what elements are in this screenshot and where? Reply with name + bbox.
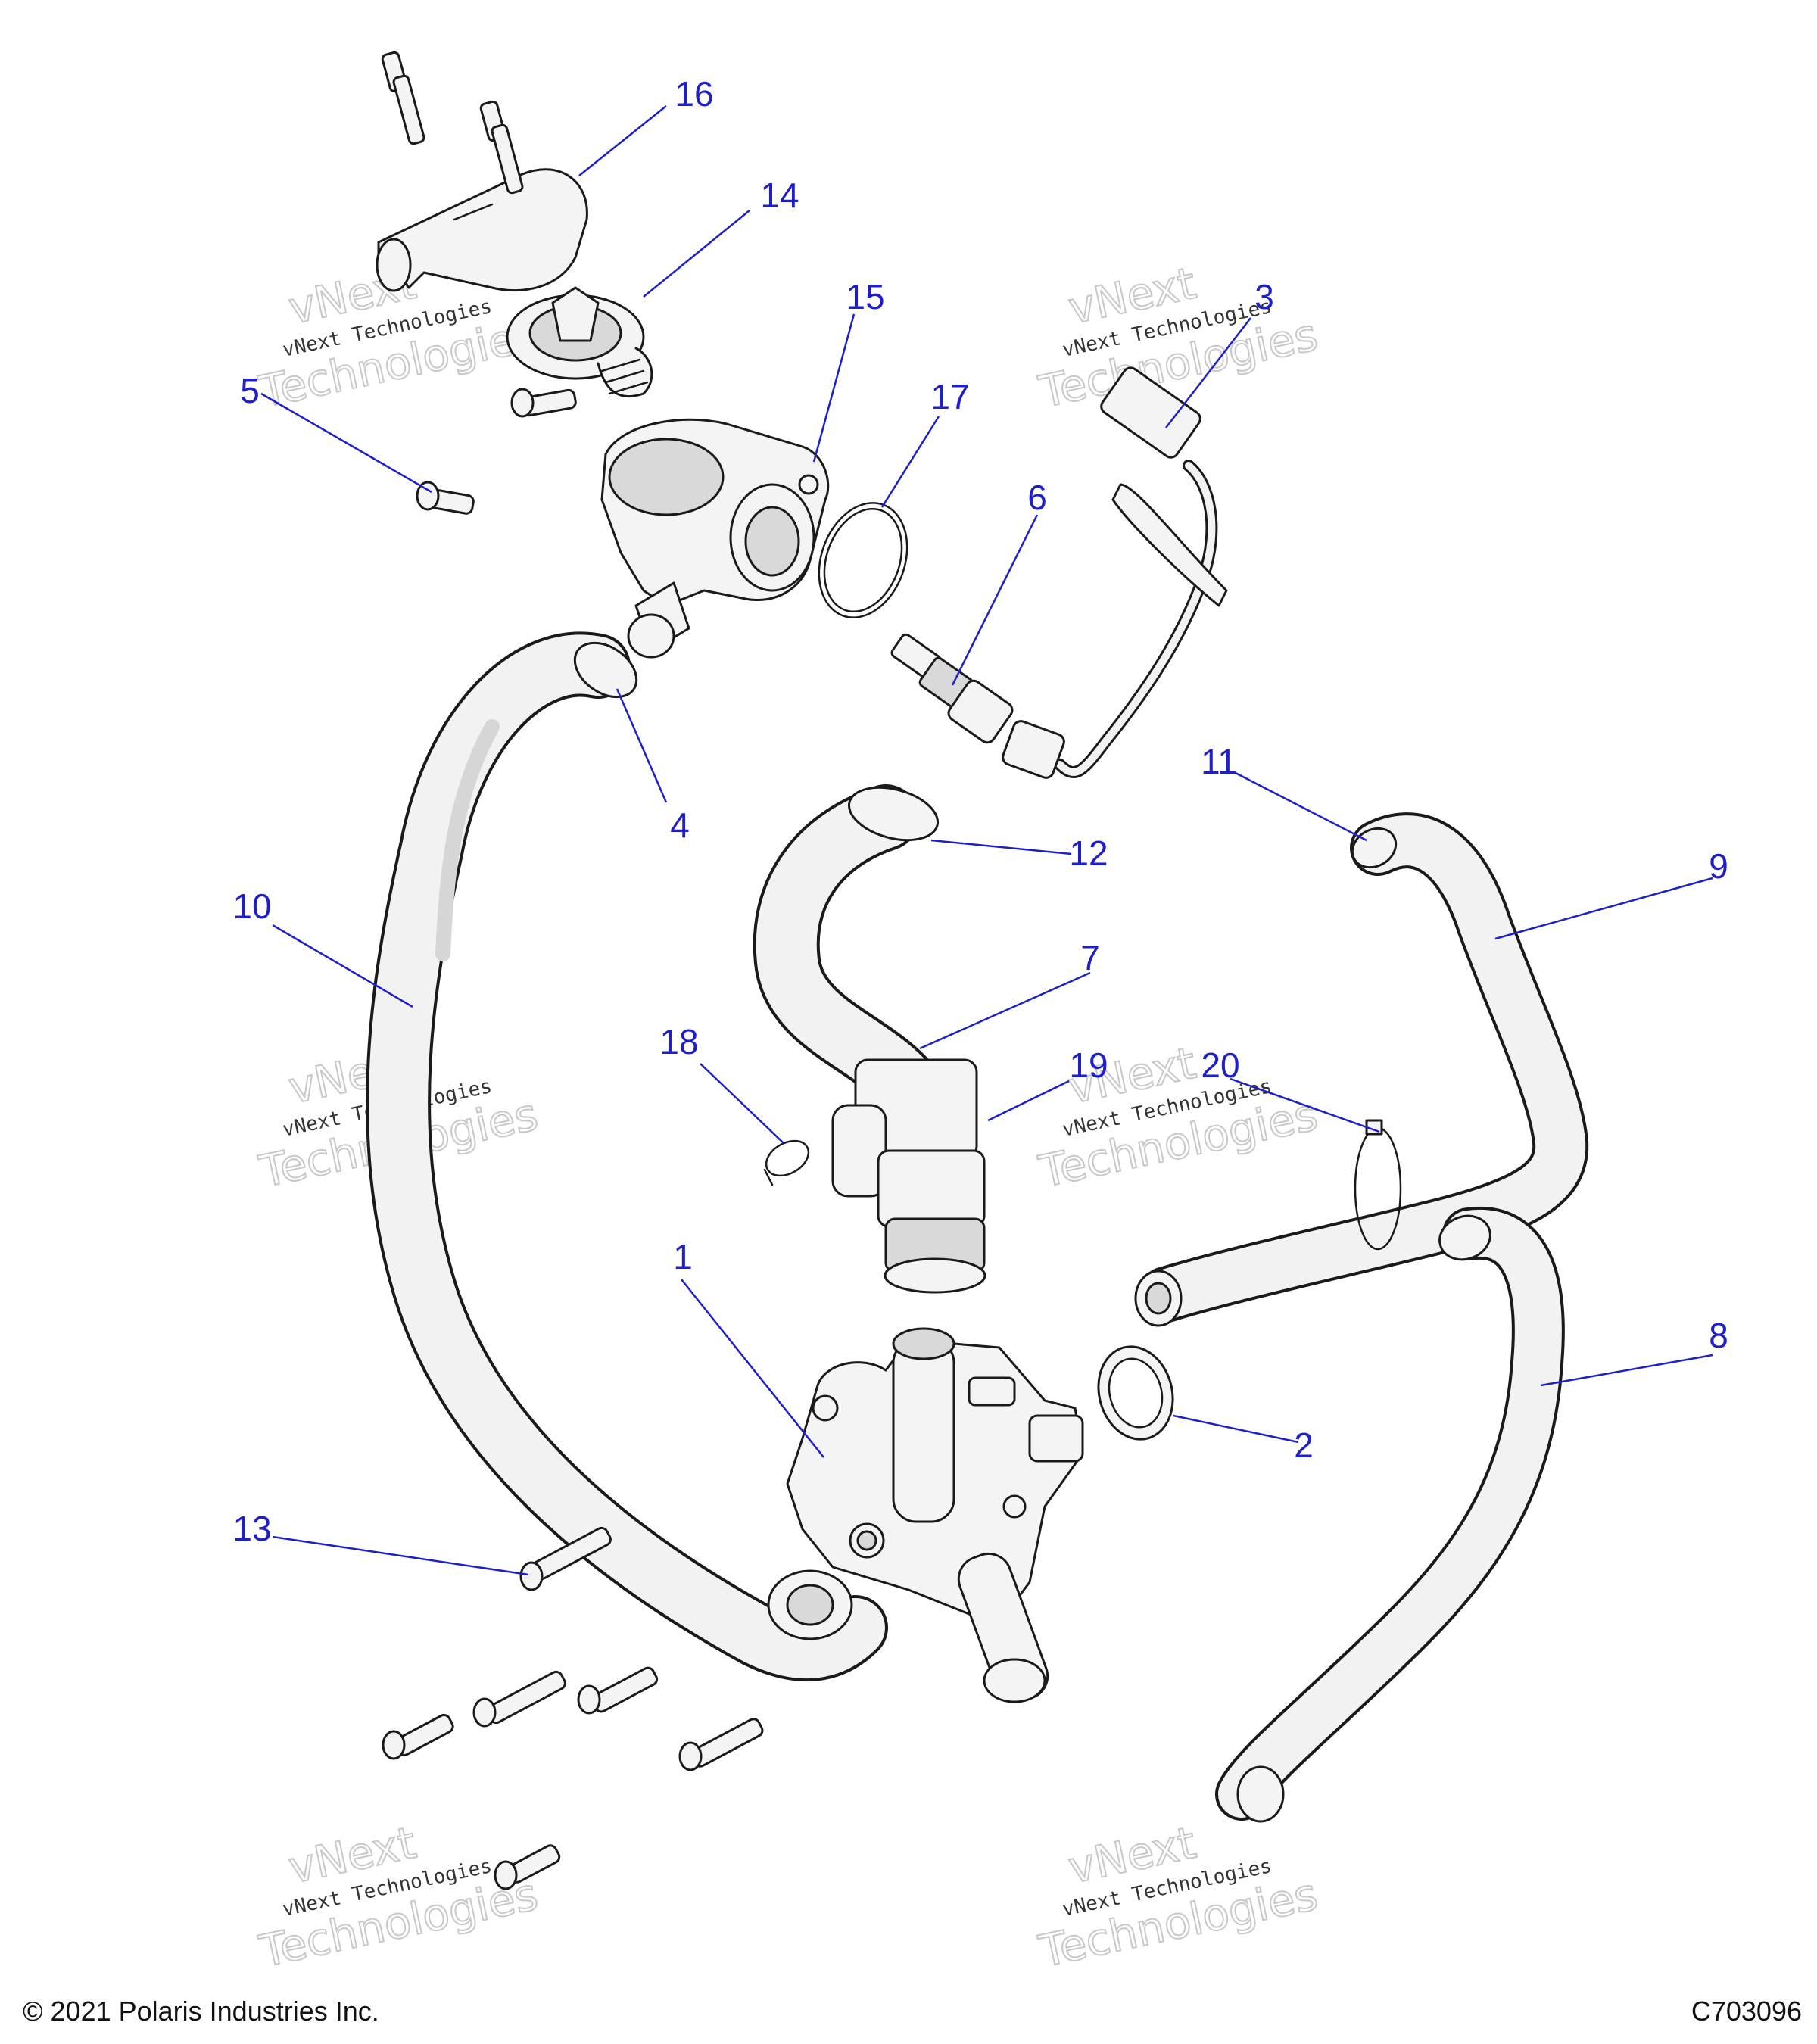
leader-14 [643, 210, 750, 298]
bolt-top-1 [381, 51, 425, 145]
hose-7 [753, 784, 986, 1294]
callout-labels: 16 14 15 3 5 17 6 4 11 12 9 10 7 18 19 2… [232, 74, 1728, 1548]
bolt-13e [678, 1718, 764, 1771]
leader-7 [919, 971, 1091, 1050]
leader-16 [578, 105, 667, 176]
leader-lines [260, 105, 1713, 1576]
leader-8 [1540, 1354, 1713, 1387]
leader-11 [1233, 771, 1367, 842]
leader-10 [272, 924, 413, 1008]
callout-4: 4 [670, 805, 690, 845]
callout-9: 9 [1709, 846, 1728, 886]
thermostat-housing-15 [600, 418, 830, 659]
callout-3: 3 [1254, 277, 1274, 316]
callout-16: 16 [675, 74, 713, 114]
leader-12 [930, 839, 1072, 855]
callout-1: 1 [673, 1237, 693, 1276]
sensor-6 [890, 633, 1014, 744]
callout-2: 2 [1294, 1426, 1314, 1465]
bolt-top-2 [479, 100, 524, 195]
bolt-13d [382, 1713, 454, 1760]
leader-1 [681, 1279, 824, 1458]
bolt-13b [472, 1670, 566, 1728]
leader-4 [616, 688, 668, 803]
callout-7: 7 [1080, 938, 1100, 977]
callout-18: 18 [659, 1022, 698, 1061]
hose-9 [1134, 812, 1589, 1327]
water-pump-1 [767, 1327, 1084, 1703]
bolt-5b [416, 481, 475, 515]
leader-20 [1230, 1077, 1380, 1133]
connector-harness-3 [1002, 366, 1228, 779]
thermostat-cover-16 [376, 168, 588, 292]
callout-20: 20 [1201, 1045, 1239, 1085]
leader-15 [812, 313, 856, 463]
callout-19: 19 [1069, 1045, 1108, 1085]
diagram-code: C703096 [1691, 1996, 1802, 2027]
leader-19 [987, 1080, 1070, 1122]
bolt-13a [519, 1526, 612, 1591]
callout-11: 11 [1201, 742, 1237, 781]
watermark-5: vNext vNext Technologies Technologies [254, 1816, 544, 1978]
callout-15: 15 [846, 277, 884, 316]
bolt-5a [510, 388, 577, 418]
bolt-13c [577, 1666, 659, 1715]
leader-13 [272, 1535, 529, 1576]
copyright-notice: © 2021 Polaris Industries Inc. [23, 1996, 379, 2027]
callout-14: 14 [760, 176, 799, 215]
callout-13: 13 [232, 1509, 271, 1548]
callout-10: 10 [232, 886, 271, 926]
watermark-4: vNext vNext Technologies Technologies [1034, 1036, 1323, 1198]
callout-5: 5 [240, 371, 260, 410]
callout-12: 12 [1069, 833, 1108, 873]
o-ring-2 [1097, 1345, 1174, 1441]
leader-2 [1173, 1414, 1299, 1444]
leader-6 [951, 514, 1039, 686]
watermark-6: vNext vNext Technologies Technologies [1034, 1816, 1323, 1978]
leader-9 [1494, 877, 1713, 940]
clip-18 [763, 1139, 810, 1186]
callout-6: 6 [1027, 478, 1047, 517]
leader-17 [880, 416, 940, 508]
watermark-2: vNext vNext Technologies Technologies [1034, 257, 1323, 419]
leader-3 [1165, 317, 1251, 428]
callout-17: 17 [930, 377, 969, 416]
hose-10 [366, 631, 888, 1682]
leader-18 [700, 1063, 784, 1144]
callout-8: 8 [1709, 1316, 1728, 1355]
bolt-13f [494, 1844, 561, 1890]
hose-8 [1215, 1206, 1565, 1823]
thermostat-14 [506, 286, 653, 398]
leader-5 [260, 392, 432, 494]
